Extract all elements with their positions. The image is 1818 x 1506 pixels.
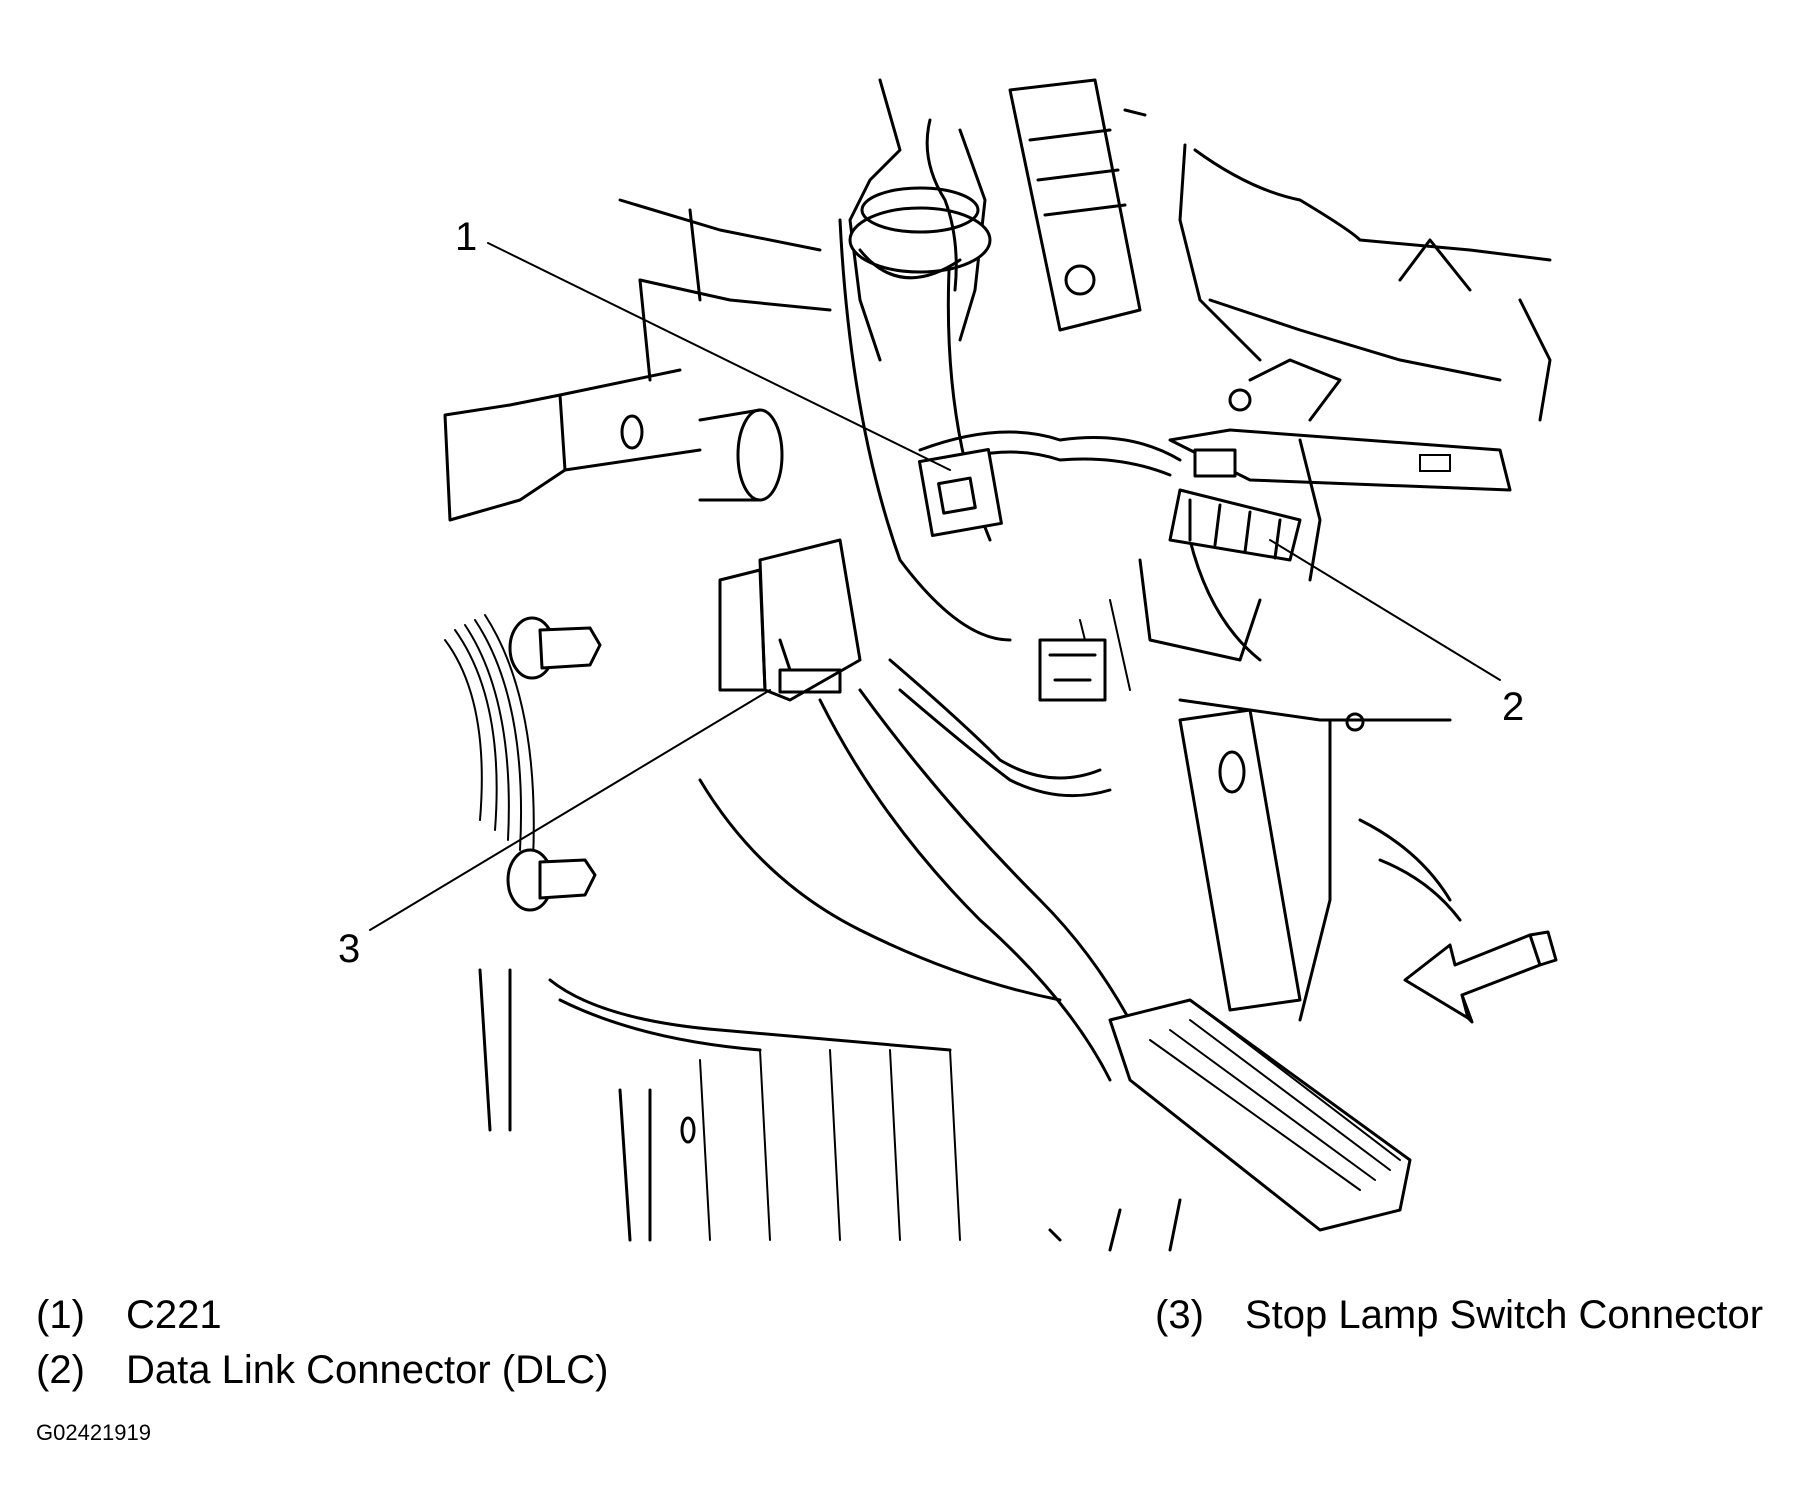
legend-text: C221 — [126, 1293, 222, 1337]
right-lower-panel — [1178, 698, 1462, 1022]
upper-bracket — [1008, 78, 1147, 332]
legend-text: Data Link Connector (DLC) — [126, 1348, 609, 1392]
legend-text: Stop Lamp Switch Connector — [1245, 1293, 1764, 1337]
callout-leader-lines — [369, 242, 1501, 931]
data-link-connector — [1138, 488, 1302, 662]
brake-pedal — [818, 688, 1412, 1232]
callout-3: 3 — [338, 927, 360, 971]
floor-area — [478, 778, 1182, 1252]
direction-arrow-icon — [1403, 930, 1558, 1024]
legend-num: (1) — [36, 1293, 85, 1337]
c221-connector — [917, 447, 1003, 537]
left-structure — [443, 198, 832, 522]
wiring-harness — [888, 430, 1182, 798]
legend-item-3: (3) Stop Lamp Switch Connector — [1155, 1295, 1763, 1335]
callout-1: 1 — [455, 215, 477, 259]
stop-lamp-switch-connector — [718, 538, 862, 702]
steering-column — [838, 78, 1012, 642]
mounting-studs — [506, 616, 602, 912]
legend-num: (3) — [1155, 1293, 1204, 1337]
firewall-ribs — [444, 614, 535, 861]
dash-structure-right — [1168, 143, 1552, 662]
legend-item-1: (1) C221 — [36, 1295, 222, 1335]
legend-num: (2) — [36, 1348, 85, 1392]
harness-connector — [1038, 638, 1107, 702]
callout-2: 2 — [1502, 685, 1524, 729]
legend-item-2: (2) Data Link Connector (DLC) — [36, 1350, 608, 1390]
figure-id: G02421919 — [36, 1420, 151, 1445]
